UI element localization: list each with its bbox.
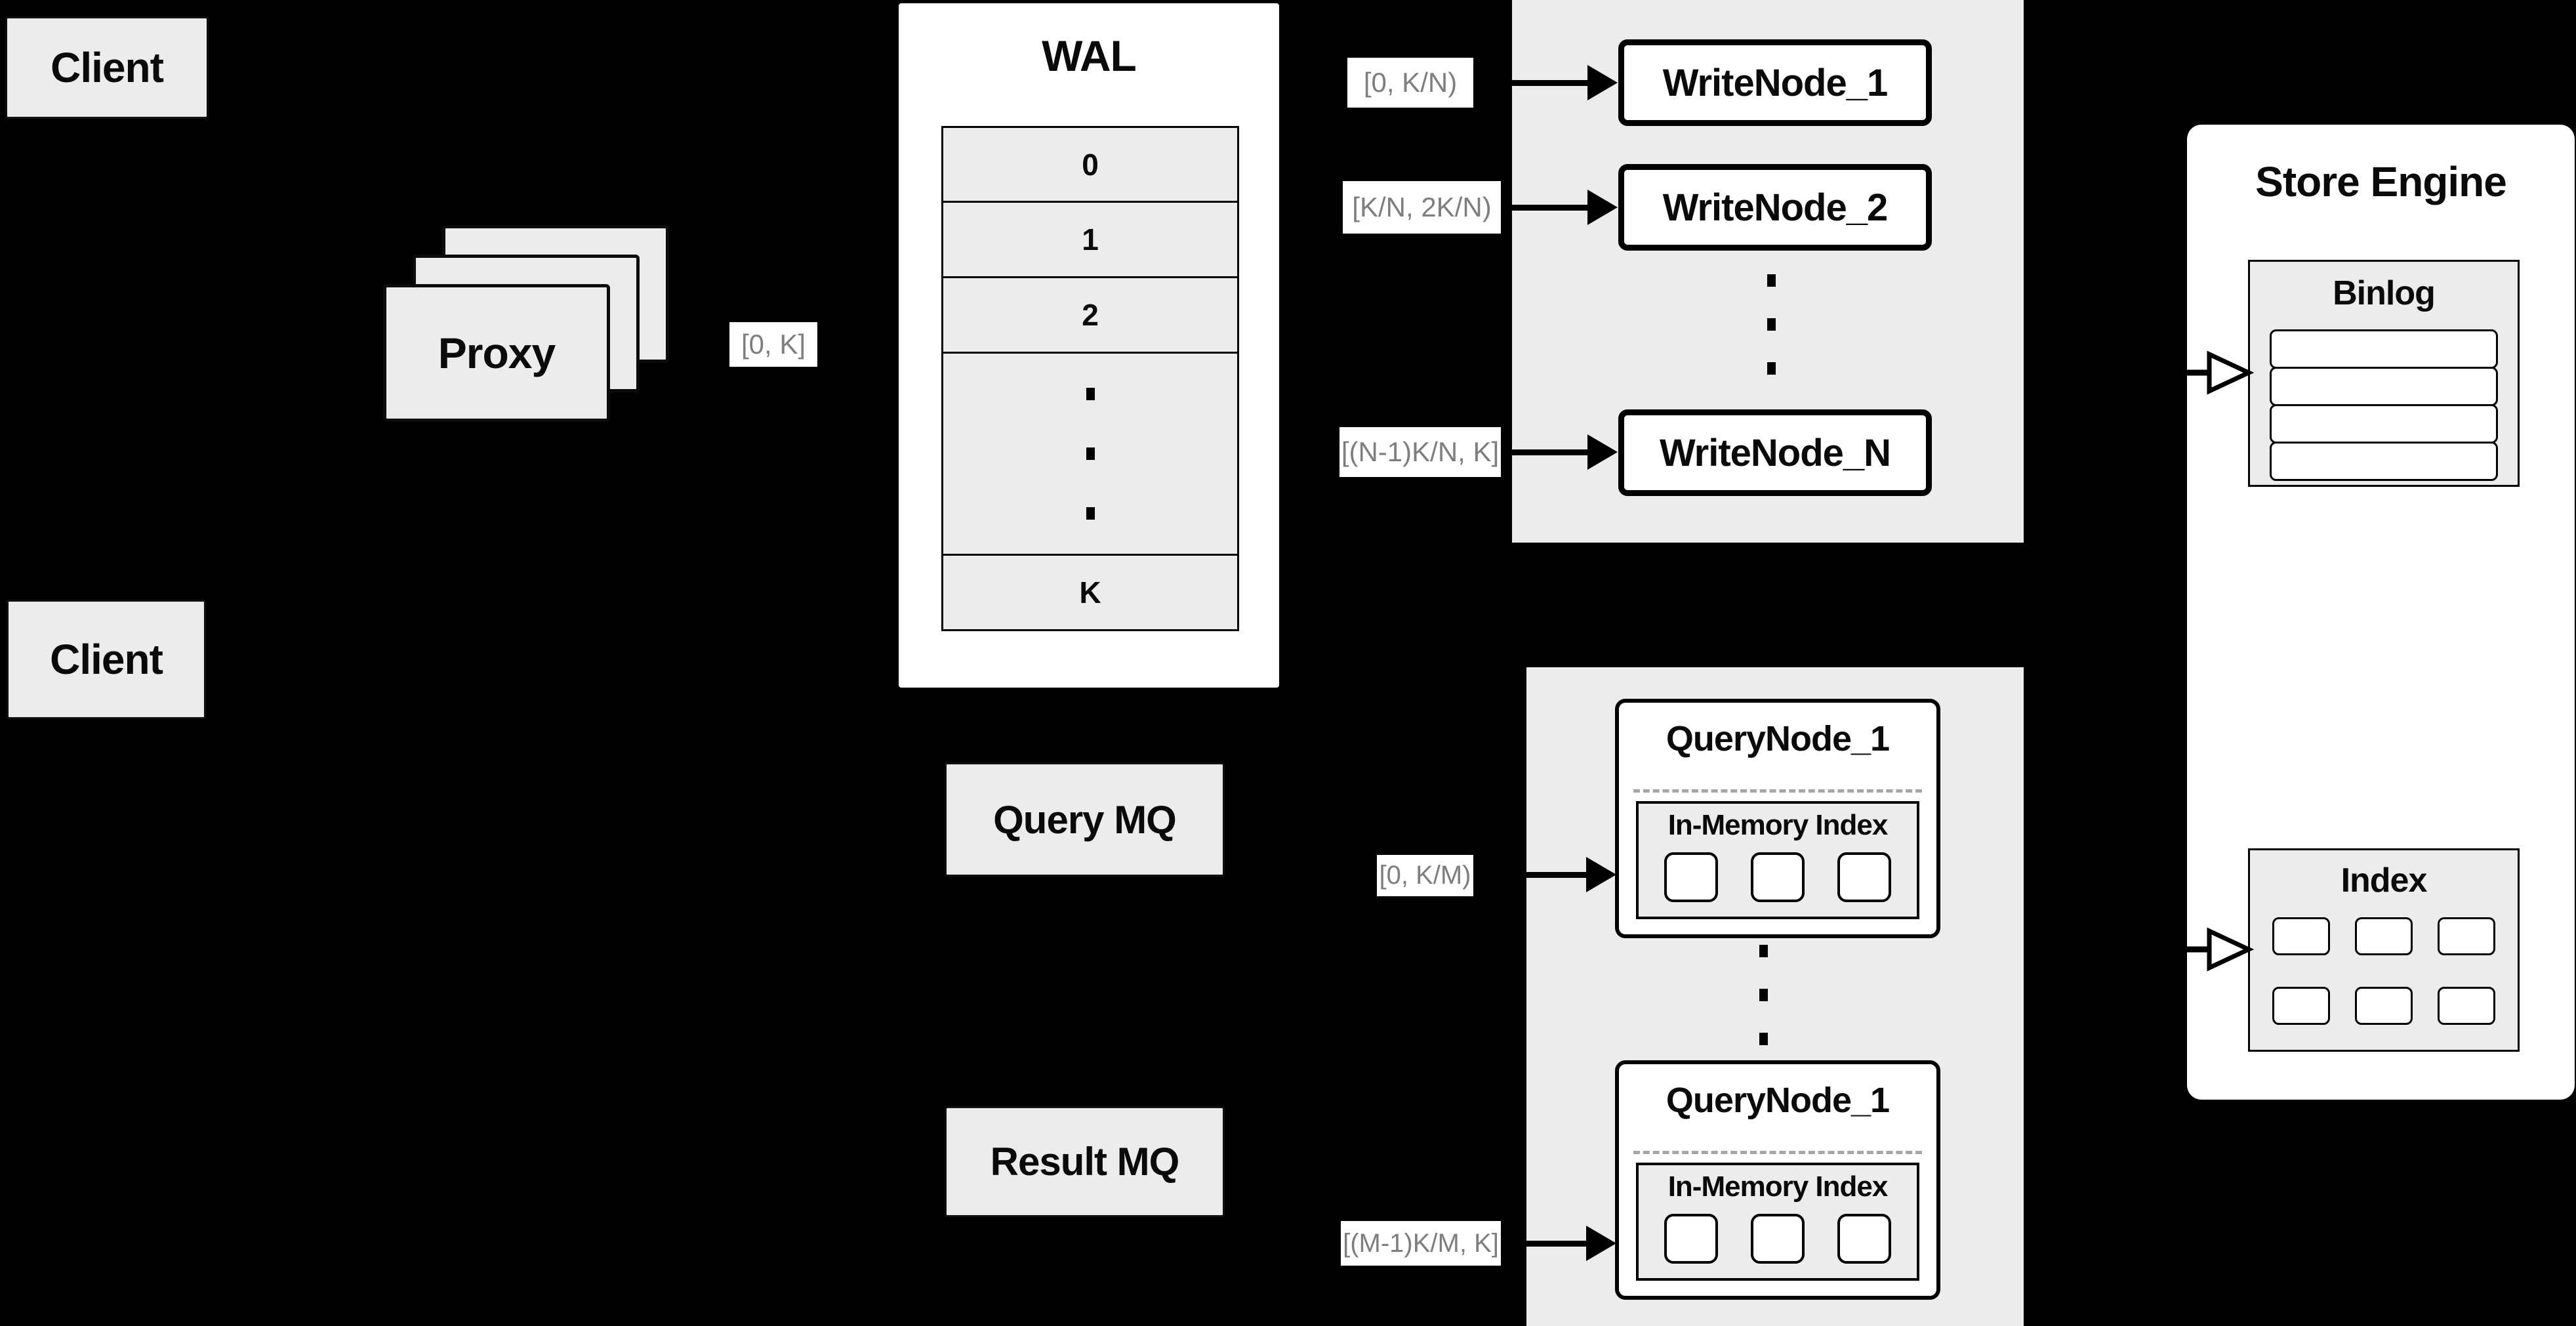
- arrow-icon: [1587, 434, 1618, 470]
- range-chip-write-n: [(N-1)K/N, K]: [1339, 427, 1501, 477]
- wal-panel: WAL 0 1 2 K: [897, 2, 1280, 689]
- arrow-icon: [1586, 1226, 1616, 1261]
- index-cell: [2438, 917, 2495, 955]
- index-cell: [2272, 917, 2330, 955]
- ellipsis-dots: [1759, 945, 1768, 1045]
- segment-row: [1639, 852, 1917, 902]
- in-memory-index-box: In-Memory Index: [1636, 801, 1919, 919]
- ellipsis-dots: [1767, 274, 1776, 375]
- write-node-1: WriteNode_1: [1618, 39, 1932, 126]
- index-title: Index: [2341, 861, 2428, 900]
- query-node-top: QueryNode_1 In-Memory Index: [1615, 699, 1940, 938]
- range-chip-query-m: [(M-1)K/M, K]: [1341, 1221, 1501, 1266]
- segment-cell: [1751, 1214, 1805, 1264]
- in-memory-index-title: In-Memory Index: [1667, 809, 1889, 841]
- range-chip-0-k: [0, K]: [729, 322, 817, 367]
- query-node-bottom: QueryNode_1 In-Memory Index: [1615, 1060, 1940, 1300]
- segment-row: [1639, 1214, 1917, 1264]
- write-node-n: WriteNode_N: [1618, 409, 1932, 496]
- client-label: Client: [51, 44, 164, 91]
- store-engine-panel: Store Engine Binlog Index: [2187, 125, 2575, 1100]
- binlog-rows: [2270, 329, 2498, 481]
- index-box: Index: [2248, 848, 2520, 1052]
- wal-row: K: [1079, 575, 1101, 610]
- binlog-row: [2270, 329, 2498, 369]
- query-node-title: QueryNode_1: [1666, 719, 1890, 758]
- arrow-line: [1502, 205, 1593, 211]
- segment-cell: [1664, 852, 1718, 902]
- index-cell: [2355, 987, 2413, 1025]
- proxy-label: Proxy: [438, 329, 556, 377]
- arrow-icon: [1586, 857, 1616, 892]
- store-engine-title: Store Engine: [2255, 158, 2507, 205]
- index-cell: [2272, 987, 2330, 1025]
- proxy-card-front: Proxy: [383, 284, 610, 422]
- arrow-line: [1502, 449, 1593, 455]
- range-chip-write-2: [K/N, 2K/N): [1343, 181, 1501, 234]
- segment-cell: [1837, 1214, 1891, 1264]
- binlog-row: [2270, 367, 2498, 406]
- wal-table: 0 1 2 K: [941, 126, 1239, 631]
- in-memory-index-box: In-Memory Index: [1636, 1163, 1919, 1281]
- arrow-icon: [1587, 190, 1618, 225]
- hollow-arrow-icon: [2158, 350, 2255, 395]
- range-chip-query-1: [0, K/M): [1377, 855, 1473, 896]
- query-node-title: QueryNode_1: [1666, 1081, 1890, 1120]
- binlog-box: Binlog: [2248, 260, 2520, 487]
- result-mq-label: Result MQ: [990, 1140, 1180, 1184]
- binlog-title: Binlog: [2333, 274, 2436, 312]
- index-cell: [2355, 917, 2413, 955]
- arrow-line: [1502, 1241, 1592, 1247]
- arrow-icon: [1587, 65, 1618, 100]
- wal-row: 0: [943, 128, 1237, 203]
- query-mq-box: Query MQ: [945, 762, 1225, 877]
- segment-cell: [1837, 852, 1891, 902]
- range-chip-write-1: [0, K/N): [1347, 58, 1473, 108]
- dashed-divider: [1633, 789, 1922, 793]
- ellipsis-dots: [1086, 388, 1095, 520]
- dashed-divider: [1633, 1151, 1922, 1154]
- hollow-arrow-icon: [2158, 927, 2255, 972]
- client-box-top: Client: [5, 16, 209, 119]
- write-node-2: WriteNode_2: [1618, 164, 1932, 251]
- arrow-line: [1479, 872, 1592, 878]
- index-grid: [2272, 917, 2495, 1025]
- segment-cell: [1751, 852, 1805, 902]
- arrow-line: [1475, 80, 1593, 86]
- segment-cell: [1664, 1214, 1718, 1264]
- wal-title: WAL: [1042, 31, 1137, 80]
- query-mq-label: Query MQ: [993, 797, 1177, 842]
- index-cell: [2438, 987, 2495, 1025]
- binlog-row: [2270, 442, 2498, 481]
- result-mq-box: Result MQ: [945, 1106, 1225, 1217]
- wal-row-ellipsis: [943, 354, 1237, 556]
- wal-row: 2: [943, 278, 1237, 354]
- wal-row: 1: [943, 203, 1237, 278]
- client-label: Client: [50, 636, 163, 683]
- binlog-row: [2270, 404, 2498, 444]
- client-box-bottom: Client: [7, 600, 206, 719]
- in-memory-index-title: In-Memory Index: [1667, 1171, 1889, 1203]
